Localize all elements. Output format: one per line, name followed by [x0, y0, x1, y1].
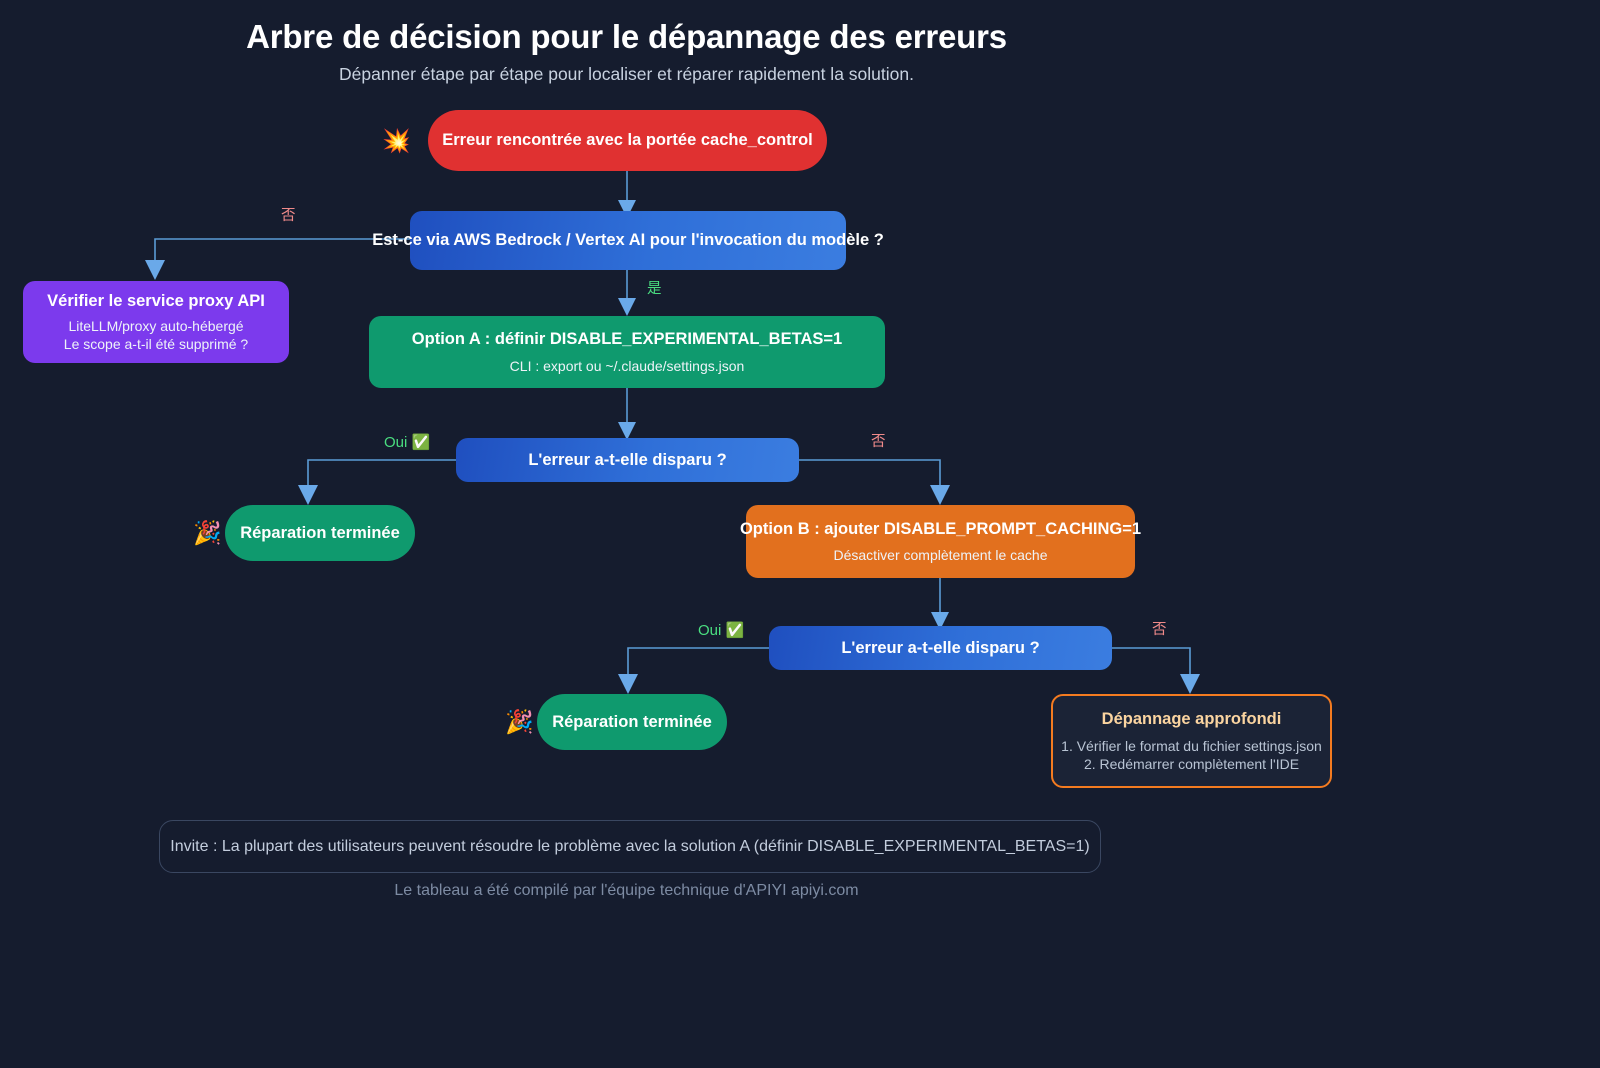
node-option-b-title: Option B : ajouter DISABLE_PROMPT_CACHIN… [739, 519, 1142, 538]
hint-note-text: Invite : La plupart des utilisateurs peu… [170, 837, 1090, 855]
node-decision-resolved-2[interactable]: L'erreur a-t-elle disparu ? [769, 626, 1112, 670]
edge-label-resolved2-yes-text: Oui [698, 622, 722, 639]
arrowhead-option-a [618, 298, 636, 316]
node-decision-resolved-2-title: L'erreur a-t-elle disparu ? [841, 638, 1040, 657]
node-done-1-title: Réparation terminée [240, 523, 400, 542]
node-option-a-title: Option A : définir DISABLE_EXPERIMENTAL_… [411, 330, 843, 349]
node-root[interactable]: 💥 Erreur rencontrée avec la portée cache… [382, 110, 827, 171]
edge-label-resolved1-yes-text: Oui [384, 434, 408, 451]
node-decision-provider-title: Est-ce via AWS Bedrock / Vertex AI pour … [372, 231, 884, 250]
edge-label-resolved2-yes: Oui ✅ [698, 623, 744, 638]
node-done-2-title: Réparation terminée [552, 712, 712, 731]
arrowhead-done2 [618, 674, 638, 694]
node-proxy-check-sub2: Le scope a-t-il été supprimé ? [63, 336, 249, 353]
node-option-b[interactable]: Option B : ajouter DISABLE_PROMPT_CACHIN… [740, 505, 1141, 578]
node-deep-troubleshoot-title: Dépannage approfondi [1101, 709, 1282, 728]
node-decision-resolved-1-title: L'erreur a-t-elle disparu ? [528, 450, 727, 469]
node-proxy-check[interactable]: Vérifier le service proxy API LiteLLM/pr… [23, 281, 289, 363]
edge-resolved1-yes [307, 459, 456, 487]
edge-label-resolved1-no: 否 [871, 434, 886, 450]
page-subtitle: Dépanner étape par étape pour localiser … [339, 64, 914, 84]
edge-label-provider-no: 否 [281, 208, 296, 224]
arrowhead-optionb [930, 485, 950, 505]
check-mark-icon: ✅ [411, 434, 431, 451]
node-option-a-sub1: CLI : export ou ~/.claude/settings.json [509, 357, 745, 374]
attribution-text: Le tableau a été compilé par l'équipe te… [394, 882, 859, 899]
hint-note-box: Invite : La plupart des utilisateurs peu… [159, 820, 1101, 873]
party-popper-icon: 🎉 [193, 519, 222, 546]
node-deep-troubleshoot-sub2: 2. Redémarrer complètement l'IDE [1083, 756, 1300, 773]
node-done-1[interactable]: 🎉 Réparation terminée [193, 505, 415, 561]
node-decision-resolved-1[interactable]: L'erreur a-t-elle disparu ? [456, 438, 799, 482]
node-deep-troubleshoot-sub1: 1. Vérifier le format du fichier setting… [1061, 738, 1322, 755]
arrowhead-deep [1180, 674, 1200, 694]
edge-resolved2-yes [627, 647, 769, 676]
arrowhead-proxy [145, 260, 165, 280]
arrowhead-done1 [298, 485, 318, 505]
party-popper-icon: 🎉 [505, 708, 534, 735]
edge-resolved2-no [1112, 647, 1191, 676]
edge-resolved1-no [799, 459, 941, 487]
page-title: Arbre de décision pour le dépannage des … [246, 18, 1007, 55]
edge-label-resolved1-yes: Oui ✅ [384, 435, 430, 450]
edge-label-resolved2-no: 否 [1152, 622, 1167, 638]
edge-label-provider-yes: 是 [647, 281, 662, 297]
check-mark-icon: ✅ [725, 622, 745, 639]
node-root-title: Erreur rencontrée avec la portée cache_c… [442, 131, 813, 150]
node-proxy-check-sub1: LiteLLM/proxy auto-hébergé [68, 318, 244, 335]
node-done-2[interactable]: 🎉 Réparation terminée [505, 694, 727, 750]
collision-icon: 💥 [382, 127, 411, 153]
node-option-a[interactable]: Option A : définir DISABLE_EXPERIMENTAL_… [369, 316, 885, 388]
node-deep-troubleshoot[interactable]: Dépannage approfondi 1. Vérifier le form… [1051, 694, 1332, 788]
node-decision-provider[interactable]: Est-ce via AWS Bedrock / Vertex AI pour … [372, 211, 884, 270]
node-proxy-check-title: Vérifier le service proxy API [47, 291, 265, 310]
node-option-b-sub1: Désactiver complètement le cache [833, 547, 1048, 564]
